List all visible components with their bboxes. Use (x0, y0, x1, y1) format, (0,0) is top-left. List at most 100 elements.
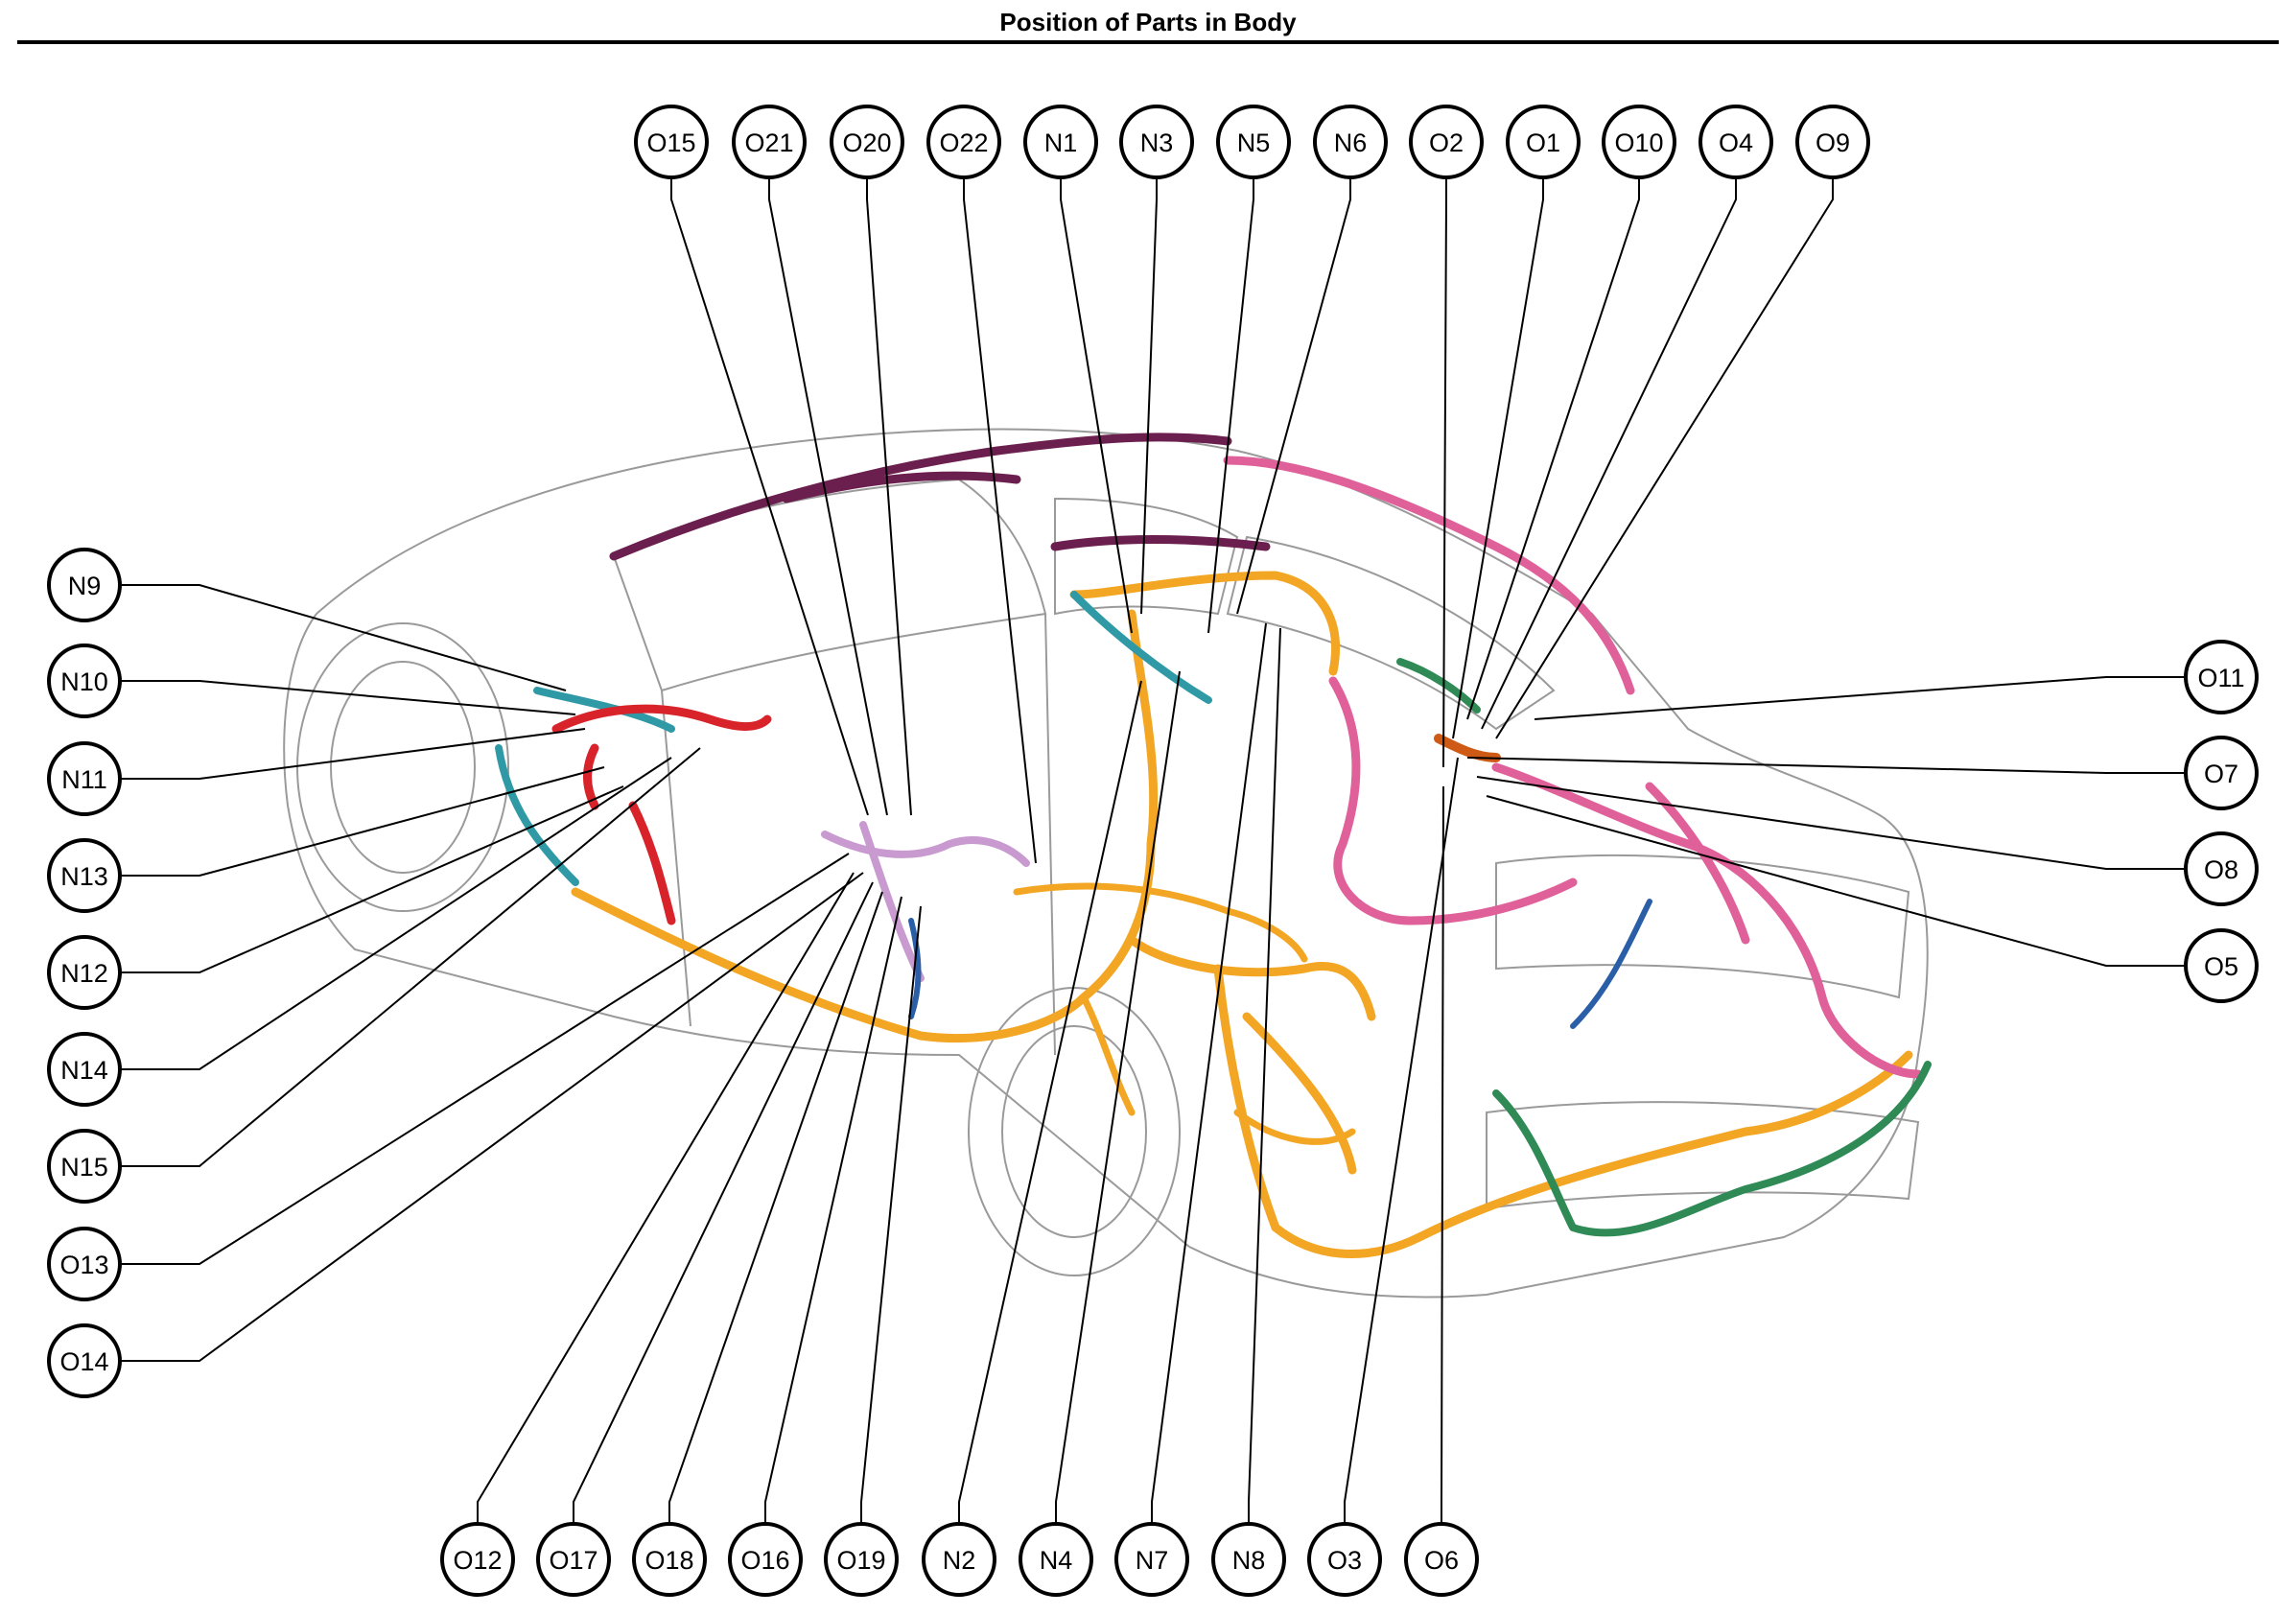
callout-circle-o5[interactable] (2184, 928, 2259, 1003)
callout-circle-n13[interactable] (47, 838, 122, 913)
callout-circle-n3[interactable] (1119, 105, 1194, 179)
callout-o20[interactable]: O20 (830, 105, 904, 179)
leader-line-o14 (120, 872, 864, 1362)
callout-n3[interactable]: N3 (1119, 105, 1194, 179)
callout-circle-o11[interactable] (2184, 640, 2259, 714)
leader-line-o15 (670, 177, 869, 816)
callout-n6[interactable]: N6 (1313, 105, 1388, 179)
callout-o7[interactable]: O7 (2184, 736, 2259, 810)
callout-circle-n11[interactable] (47, 741, 122, 816)
callout-circle-o21[interactable] (732, 105, 807, 179)
callout-label-o21: O21 (744, 129, 793, 157)
callout-n4[interactable]: N4 (1019, 1522, 1093, 1597)
callout-circle-o4[interactable] (1699, 105, 1773, 179)
callout-circle-o7[interactable] (2184, 736, 2259, 810)
callout-o10[interactable]: O10 (1602, 105, 1676, 179)
callout-circle-n6[interactable] (1313, 105, 1388, 179)
leader-line-o13 (120, 853, 850, 1265)
callout-o14[interactable]: O14 (47, 1323, 122, 1398)
harness-rear-dark-orange (1434, 734, 1501, 762)
callout-n13[interactable]: N13 (47, 838, 122, 913)
callout-circle-o6[interactable] (1404, 1522, 1479, 1597)
callout-o21[interactable]: O21 (732, 105, 807, 179)
callout-n5[interactable]: N5 (1216, 105, 1291, 179)
leader-line-o6 (1441, 785, 1444, 1524)
callout-circle-o17[interactable] (536, 1522, 611, 1597)
callout-circle-n5[interactable] (1216, 105, 1291, 179)
car-roof-line (316, 428, 1929, 1299)
callout-o6[interactable]: O6 (1404, 1522, 1479, 1597)
leader-line-o8 (1476, 776, 2186, 870)
callout-n7[interactable]: N7 (1114, 1522, 1189, 1597)
callout-circle-o9[interactable] (1795, 105, 1870, 179)
callout-circle-n15[interactable] (47, 1129, 122, 1204)
callout-circle-o19[interactable] (824, 1522, 899, 1597)
callout-circle-o10[interactable] (1602, 105, 1676, 179)
leader-line-n10 (120, 680, 576, 715)
callout-circle-o8[interactable] (2184, 831, 2259, 906)
callout-o1[interactable]: O1 (1506, 105, 1581, 179)
harness-dash-lilac (821, 821, 1030, 982)
callout-label-o11: O11 (2197, 664, 2244, 692)
callout-circle-o22[interactable] (926, 105, 1001, 179)
callout-o3[interactable]: O3 (1307, 1522, 1382, 1597)
callout-circle-n9[interactable] (47, 548, 122, 622)
leader-line-o22 (963, 177, 1037, 864)
callout-n14[interactable]: N14 (47, 1032, 122, 1107)
callout-circle-o3[interactable] (1307, 1522, 1382, 1597)
callout-circle-o20[interactable] (830, 105, 904, 179)
callout-n11[interactable]: N11 (47, 741, 122, 816)
callout-o4[interactable]: O4 (1699, 105, 1773, 179)
callout-n12[interactable]: N12 (47, 935, 122, 1010)
callout-o5[interactable]: O5 (2184, 928, 2259, 1003)
callout-o19[interactable]: O19 (824, 1522, 899, 1597)
callout-label-n14: N14 (60, 1056, 108, 1085)
callout-label-o2: O2 (1429, 129, 1464, 157)
callout-o9[interactable]: O9 (1795, 105, 1870, 179)
callout-n9[interactable]: N9 (47, 548, 122, 622)
callout-o12[interactable]: O12 (440, 1522, 515, 1597)
harness-rear-green (1396, 658, 1932, 1237)
callout-label-n15: N15 (60, 1153, 108, 1182)
leader-line-o12 (477, 872, 855, 1524)
callout-n1[interactable]: N1 (1023, 105, 1098, 179)
callout-circle-n7[interactable] (1114, 1522, 1189, 1597)
callout-o11[interactable]: O11 (2184, 640, 2259, 714)
callout-n2[interactable]: N2 (922, 1522, 996, 1597)
callout-n8[interactable]: N8 (1211, 1522, 1286, 1597)
callout-circle-o2[interactable] (1409, 105, 1484, 179)
callout-circle-o13[interactable] (47, 1227, 122, 1301)
front-left-wheel (296, 622, 509, 912)
callout-circle-n2[interactable] (922, 1522, 996, 1597)
callout-circle-n14[interactable] (47, 1032, 122, 1107)
callout-o2[interactable]: O2 (1409, 105, 1484, 179)
callout-circle-o16[interactable] (728, 1522, 803, 1597)
callout-circle-n1[interactable] (1023, 105, 1098, 179)
callout-o15[interactable]: O15 (634, 105, 709, 179)
callout-o16[interactable]: O16 (728, 1522, 803, 1597)
callout-o22[interactable]: O22 (926, 105, 1001, 179)
callout-label-n12: N12 (60, 959, 108, 988)
callout-o17[interactable]: O17 (536, 1522, 611, 1597)
callout-circle-n8[interactable] (1211, 1522, 1286, 1597)
leader-line-n9 (120, 584, 567, 691)
callout-label-n5: N5 (1237, 129, 1271, 157)
callout-circle-n10[interactable] (47, 644, 122, 718)
callout-n10[interactable]: N10 (47, 644, 122, 718)
callout-circle-o18[interactable] (632, 1522, 707, 1597)
callout-o13[interactable]: O13 (47, 1227, 122, 1301)
callout-circle-o15[interactable] (634, 105, 709, 179)
callout-n15[interactable]: N15 (47, 1129, 122, 1204)
harness-center-orange (1013, 882, 1356, 1145)
callout-circle-n12[interactable] (47, 935, 122, 1010)
callout-circle-n4[interactable] (1019, 1522, 1093, 1597)
callout-circle-o14[interactable] (47, 1323, 122, 1398)
callout-circle-o1[interactable] (1506, 105, 1581, 179)
callout-circle-o12[interactable] (440, 1522, 515, 1597)
leader-line-o17 (573, 881, 874, 1524)
leader-line-n1 (1060, 177, 1133, 634)
callout-o8[interactable]: O8 (2184, 831, 2259, 906)
callout-o18[interactable]: O18 (632, 1522, 707, 1597)
